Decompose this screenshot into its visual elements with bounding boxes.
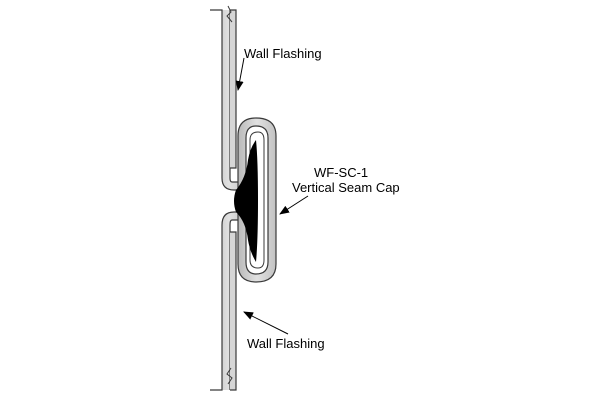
- vertical-seam-cap: [237, 117, 277, 283]
- label-wall-flashing-bottom: Wall Flashing: [247, 336, 325, 351]
- label-seam-cap-name: Vertical Seam Cap: [292, 180, 400, 195]
- arrow-seam-cap: [279, 195, 309, 215]
- arrow-wall-flashing-top: [235, 57, 245, 91]
- arrow-wall-flashing-bottom: [243, 311, 289, 335]
- bottom-wall-flashing-panel: [210, 211, 249, 391]
- sealant-bead: [234, 140, 258, 262]
- label-wall-flashing-top: Wall Flashing: [244, 46, 322, 61]
- label-seam-cap-code: WF-SC-1: [314, 165, 368, 180]
